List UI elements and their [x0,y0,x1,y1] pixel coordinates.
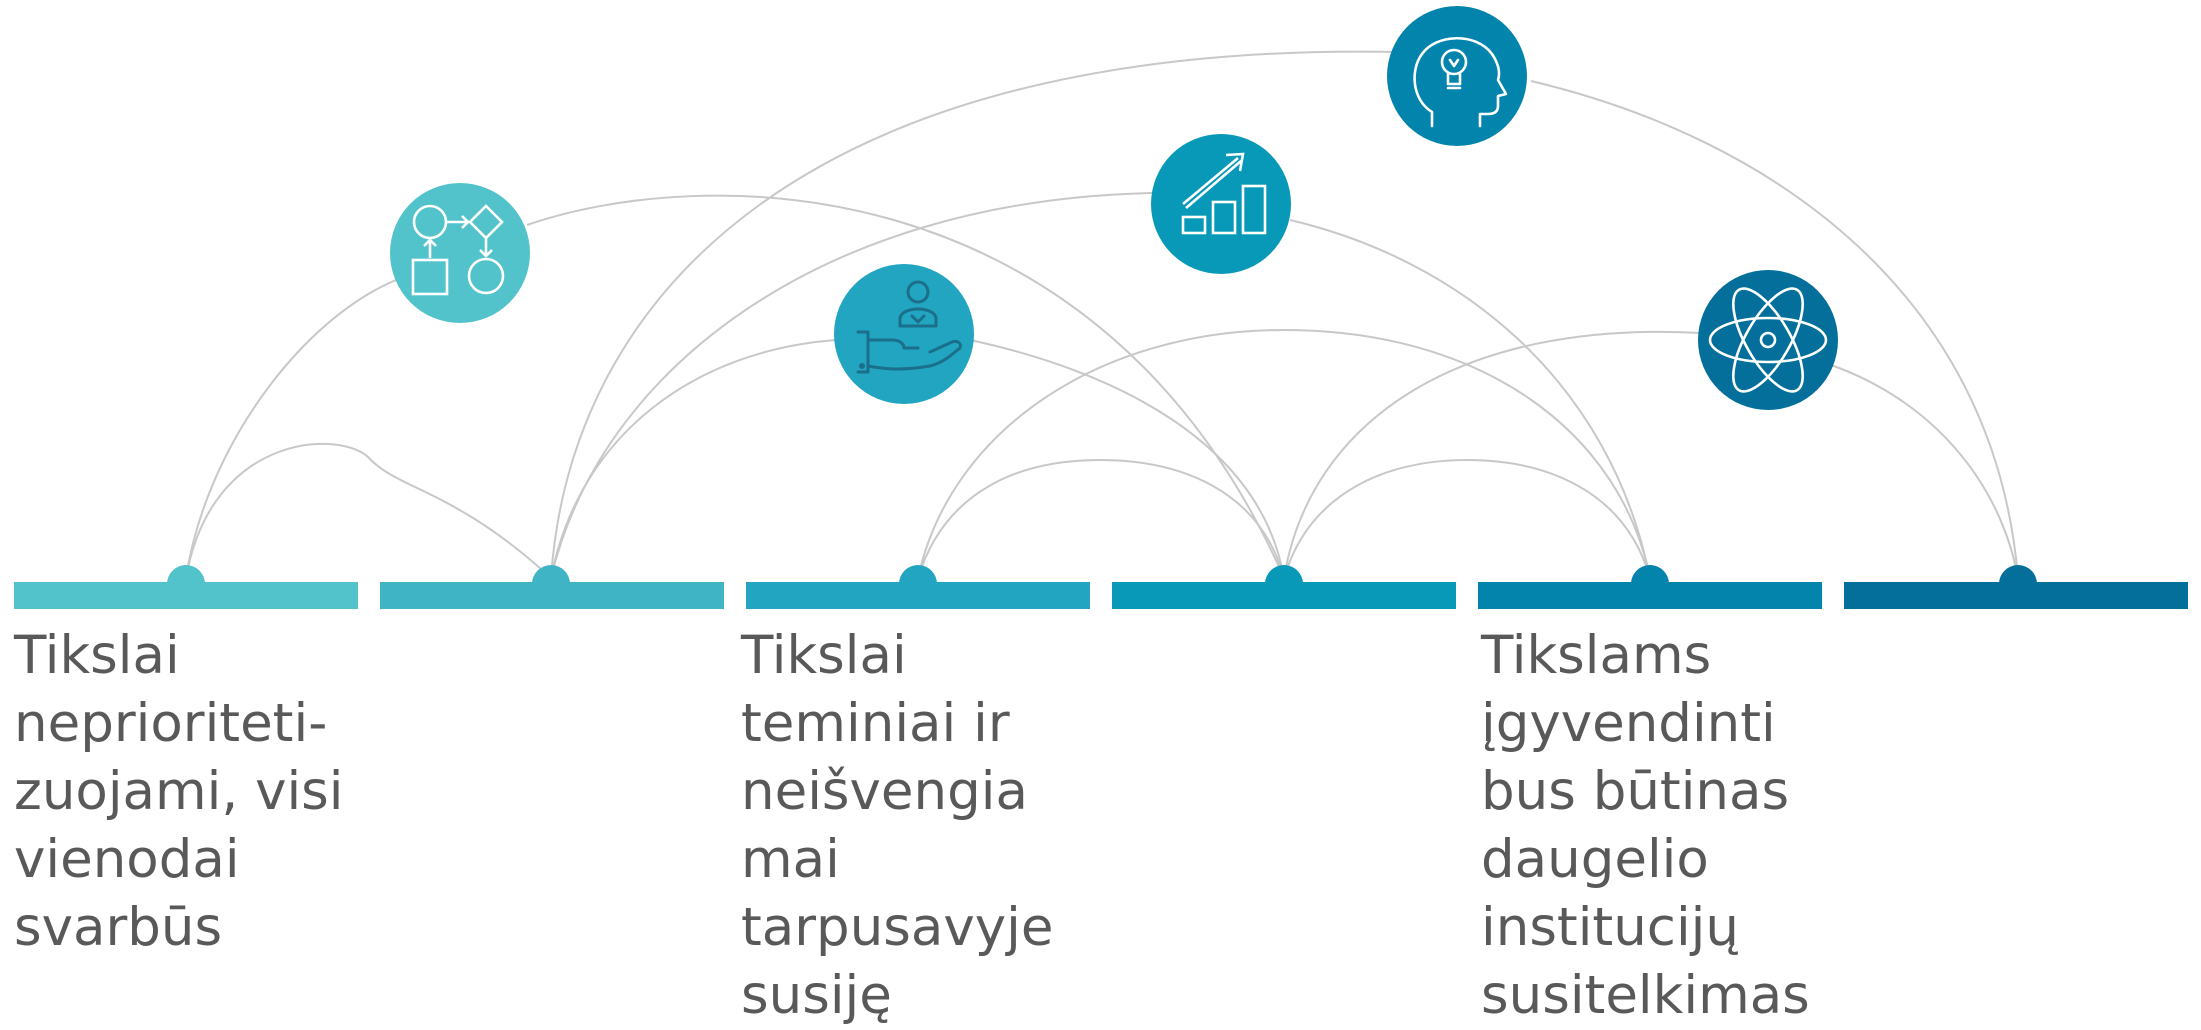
text-line: susiję [741,965,892,1026]
arc-flowchart-to-4 [526,194,1285,579]
text-block-goals-not-prioritized: Tikslai neprioriteti- zuojami, visi vien… [14,622,344,962]
text-line: mai [741,829,840,890]
growth-chart-icon [1151,134,1291,274]
timeline-segment-6 [1844,582,2188,609]
timeline-segment-2 [380,582,724,609]
text-line: Tikslai [14,625,180,686]
text-line: zuojami, visi [14,761,344,822]
text-line: neišvengia [741,761,1028,822]
text-block-goals-thematic: Tikslai teminiai ir neišvengia mai tarpu… [741,622,1053,1030]
text-line: Tikslams [1481,625,1712,686]
timeline-marker-2 [532,565,570,584]
arc-2-to-growth [550,192,1153,579]
timeline-marker-3 [899,565,937,584]
timeline-segment-5 [1478,582,1822,609]
arc-2-to-hand [550,339,837,579]
timeline-segments [14,582,2188,609]
timeline-marker-6 [1999,565,2037,584]
arc-1-2 [185,443,552,579]
text-line: susitelkimas [1481,965,1810,1026]
arc-3-to-5 [917,328,1651,579]
arc-4-to-5 [1283,458,1651,579]
timeline-marker-4 [1265,565,1303,584]
text-line: Tikslai [741,625,907,686]
arc-4-to-atom [1283,330,1701,579]
text-line: institucijų [1481,897,1739,958]
hand-person-icon [834,264,974,404]
connection-arcs [185,50,2019,579]
head-lightbulb-icon [1387,6,1527,146]
arc-atom-to-6 [1830,364,2019,579]
arc-2-to-head [550,50,1401,579]
arc-3-to-4 [917,458,1285,579]
text-line: bus būtinas [1481,761,1790,822]
text-line: teminiai ir [741,693,1010,754]
timeline-segment-1 [14,582,358,609]
text-line: įgyvendinti [1481,693,1776,754]
arc-hand-to-4 [969,339,1285,579]
flowchart-icon [390,183,530,323]
timeline-marker-5 [1631,565,1669,584]
timeline-marker-1 [167,565,205,584]
text-line: tarpusavyje [741,897,1054,958]
text-block-institutional-cooperation: Tikslams įgyvendinti bus būtinas daugeli… [1481,622,1810,1030]
atom-icon [1698,270,1838,410]
arc-head-to-6 [1530,80,2019,579]
text-line: svarbūs [14,897,223,958]
arc-growth-to-5 [1289,219,1651,579]
arc-1-to-flowchart [185,279,397,579]
text-line: vienodai [14,829,240,890]
timeline-segment-3 [746,582,1090,609]
timeline-markers [167,565,2037,584]
text-line: neprioriteti- [14,693,328,754]
text-line: daugelio [1481,829,1709,890]
timeline-segment-4 [1112,582,1456,609]
